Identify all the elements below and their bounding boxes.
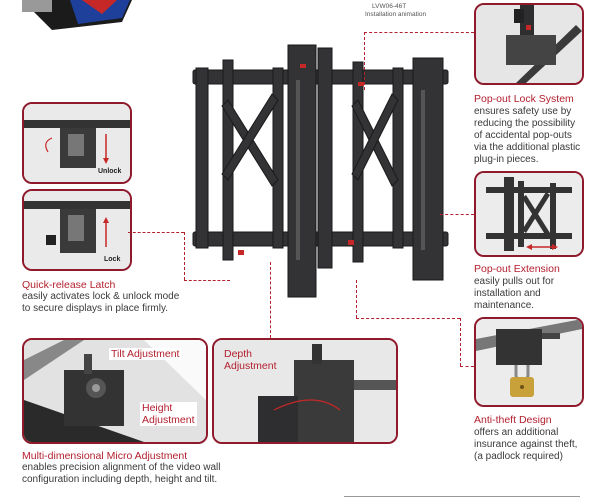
model-number: LVW06-46T — [372, 3, 407, 10]
leader-line — [184, 232, 185, 280]
micro-adjust-desc: enables precision alignment of the video… — [22, 462, 221, 485]
popout-lock-desc: ensures safety use by reducing the possi… — [474, 106, 581, 165]
leader-line — [128, 232, 184, 233]
popout-extension-title: Pop-out Extension — [474, 263, 560, 275]
leader-line — [356, 318, 460, 319]
unlock-label: Unlock — [98, 168, 122, 175]
lock-label: Lock — [104, 256, 121, 263]
leader-line — [460, 318, 461, 366]
leader-line — [364, 32, 474, 33]
leader-line — [184, 280, 230, 281]
popout-lock-title: Pop-out Lock System — [474, 93, 574, 105]
popout-extension-desc: easily pulls out for installation and ma… — [474, 276, 555, 311]
leader-line — [356, 280, 357, 318]
depth-adjustment-image-panel — [212, 338, 398, 444]
display-screen-image — [22, 0, 132, 30]
bottom-rule — [344, 496, 580, 497]
leader-line — [460, 366, 474, 367]
anti-theft-image-panel — [474, 317, 584, 407]
leader-line — [270, 262, 271, 338]
popout-lock-image-panel — [474, 3, 584, 85]
tilt-adjustment-label: Tilt Adjustment — [109, 348, 182, 360]
anti-theft-desc: offers an additional insurance against t… — [474, 427, 578, 462]
anti-theft-title: Anti-theft Design — [474, 414, 552, 426]
quick-release-title: Quick-release Latch — [22, 279, 116, 291]
leader-line — [364, 32, 365, 90]
micro-adjust-title: Multi-dimensional Micro Adjustment — [22, 450, 188, 462]
height-adjustment-label: Height Adjustment — [140, 402, 197, 426]
video-wall-mount-image — [188, 40, 458, 300]
animation-caption: Installation animation — [365, 11, 427, 18]
unlock-latch-image-panel — [22, 102, 132, 184]
depth-adjustment-label: Depth Adjustment — [224, 348, 277, 372]
popout-extension-image-panel — [474, 171, 584, 257]
quick-release-desc: easily activates lock & unlock mode to s… — [22, 291, 180, 314]
leader-line — [440, 214, 474, 215]
lock-latch-image-panel — [22, 189, 132, 271]
